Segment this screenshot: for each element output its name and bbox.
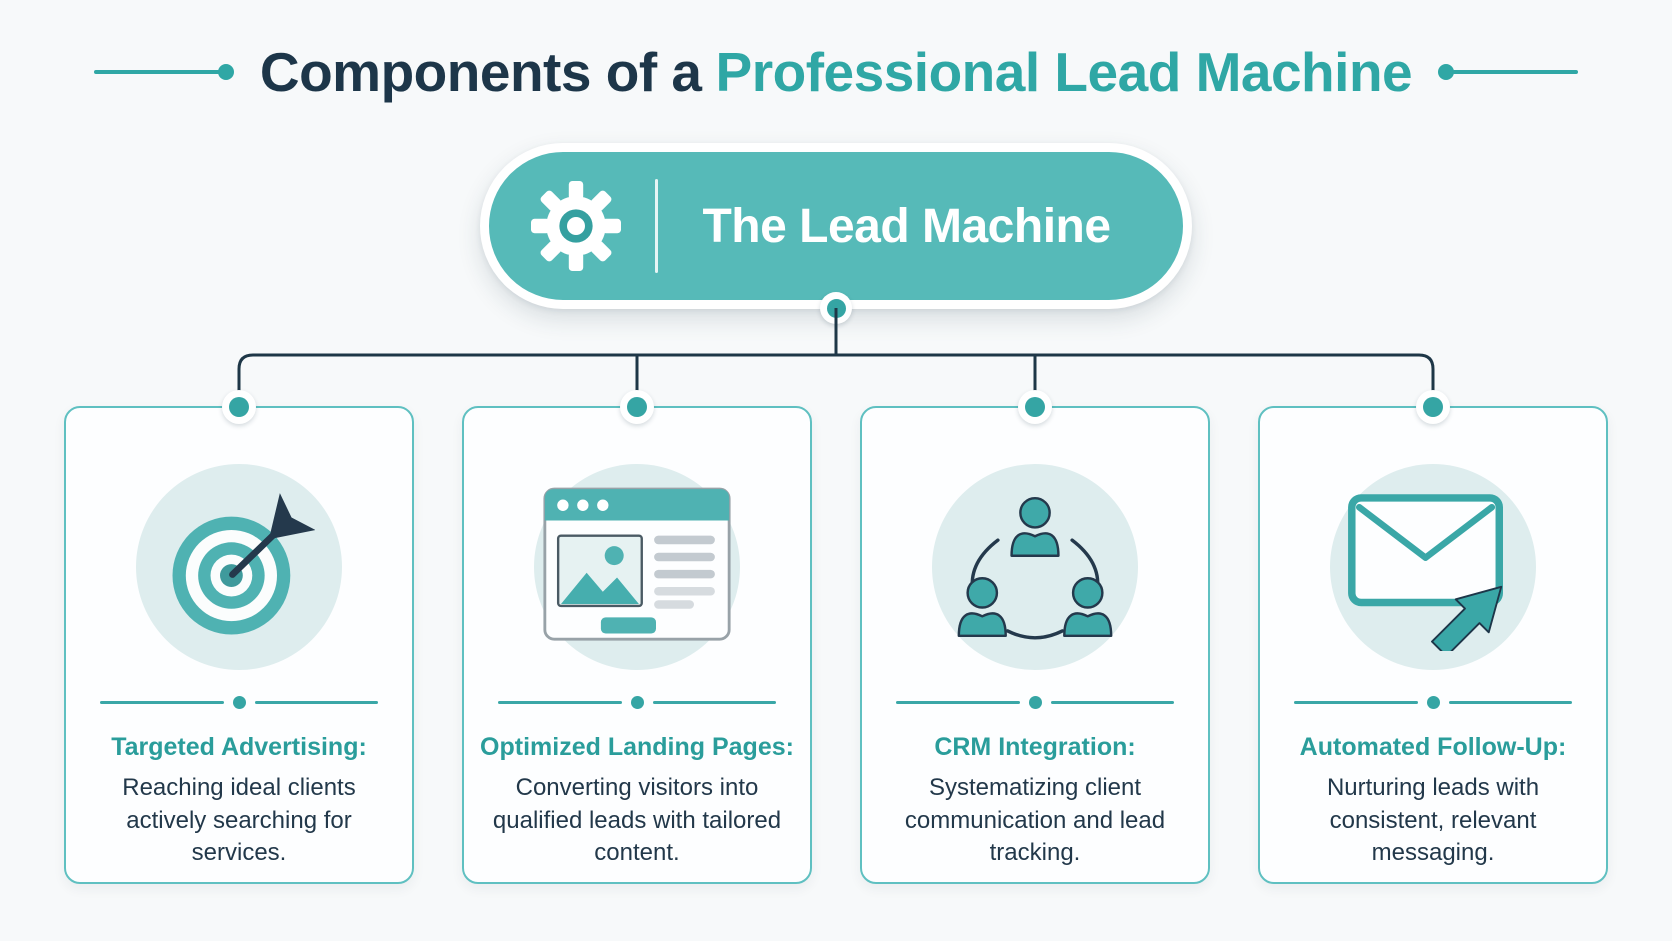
card-divider (896, 696, 1174, 709)
card-automated-follow-up: Automated Follow-Up: Nurturing leads wit… (1258, 390, 1608, 884)
target-arrow-icon (136, 464, 342, 670)
decor-line-icon (93, 70, 220, 75)
email-forward-icon (1330, 464, 1536, 670)
card-node-dot (1416, 390, 1450, 424)
people-network-icon (932, 464, 1138, 670)
card-body-text: Nurturing leads with consistent, relevan… (1326, 774, 1540, 867)
decor-dot-icon (1438, 64, 1455, 81)
card-heading: Targeted Advertising: (111, 733, 367, 761)
card-divider (100, 696, 378, 709)
decor-line-icon (1452, 70, 1579, 75)
card-body-text: Systematizing client communication and l… (904, 774, 1166, 867)
decor-dot-icon (217, 64, 234, 81)
title-right-decoration (1438, 64, 1579, 81)
card-heading: CRM Integration: (934, 733, 1136, 761)
card-node-dot (620, 390, 654, 424)
card-divider (498, 696, 776, 709)
title-highlight: Professional Lead Machine (715, 41, 1413, 103)
card-heading: Automated Follow-Up: (1299, 733, 1567, 761)
connector-lines (237, 308, 1435, 406)
card-node-dot (1018, 390, 1052, 424)
lead-machine-pill: The Lead Machine (480, 143, 1192, 324)
card-divider (1294, 696, 1572, 709)
card-body-text: Reaching ideal clients actively searchin… (122, 774, 356, 867)
title-prefix: Components of a (259, 41, 702, 103)
lead-machine-label: The Lead Machine (702, 199, 1111, 253)
card-heading: Optimized Landing Pages: (480, 733, 794, 761)
gear-icon (531, 181, 621, 271)
component-cards: Targeted Advertising: Reaching ideal cli… (64, 390, 1608, 884)
landing-page-icon (534, 464, 740, 670)
card-optimized-landing-pages: Optimized Landing Pages: Converting visi… (462, 390, 812, 884)
card-crm-integration: CRM Integration: Systematizing client co… (860, 390, 1210, 884)
card-targeted-advertising: Targeted Advertising: Reaching ideal cli… (64, 390, 414, 884)
title-left-decoration (93, 64, 234, 81)
card-node-dot (222, 390, 256, 424)
card-body-text: Converting visitors into qualified leads… (492, 774, 782, 867)
pill-divider (655, 179, 658, 273)
